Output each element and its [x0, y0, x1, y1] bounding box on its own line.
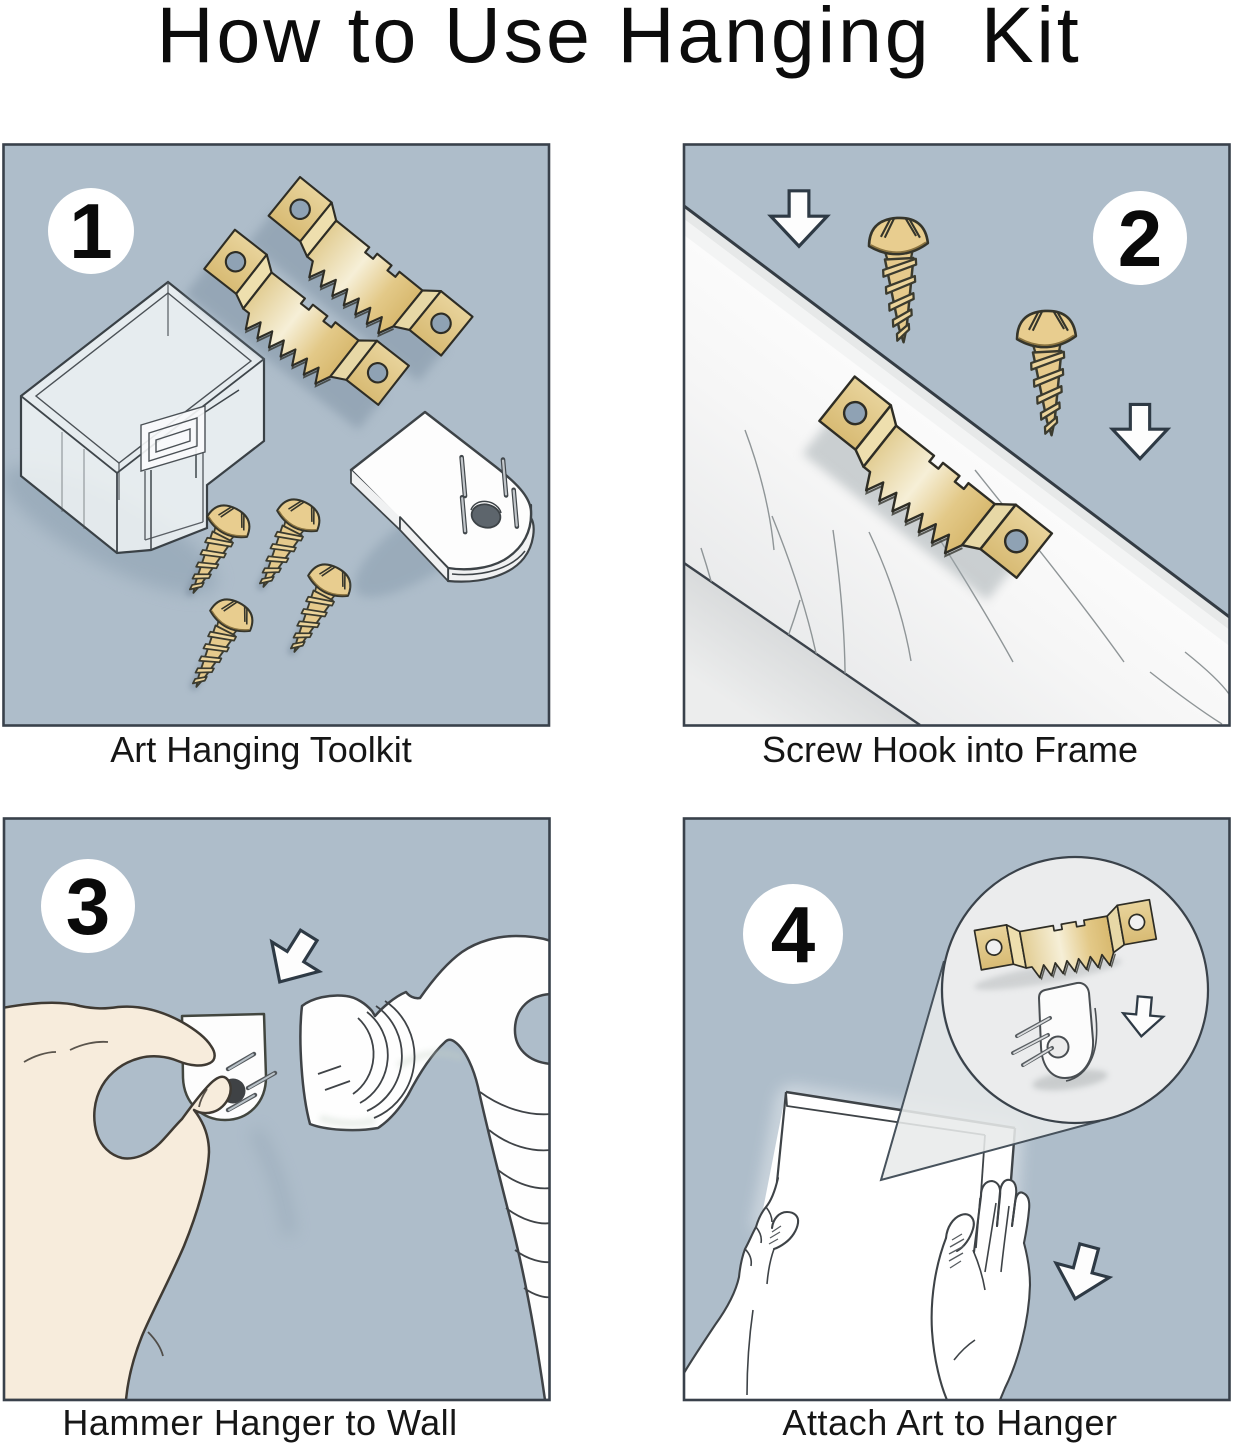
svg-text:1: 1	[69, 187, 112, 275]
svg-text:4: 4	[771, 890, 816, 979]
svg-text:3: 3	[66, 862, 111, 951]
svg-text:Art Hanging Toolkit: Art Hanging Toolkit	[110, 729, 412, 770]
svg-text:How to Use Hanging Kit: How to Use Hanging Kit	[156, 0, 1081, 79]
svg-text:2: 2	[1118, 194, 1163, 283]
svg-text:Attach Art to Hanger: Attach Art to Hanger	[782, 1402, 1117, 1443]
svg-text:Screw Hook into Frame: Screw Hook into Frame	[762, 729, 1138, 770]
svg-text:Hammer Hanger to Wall: Hammer Hanger to Wall	[62, 1402, 457, 1443]
